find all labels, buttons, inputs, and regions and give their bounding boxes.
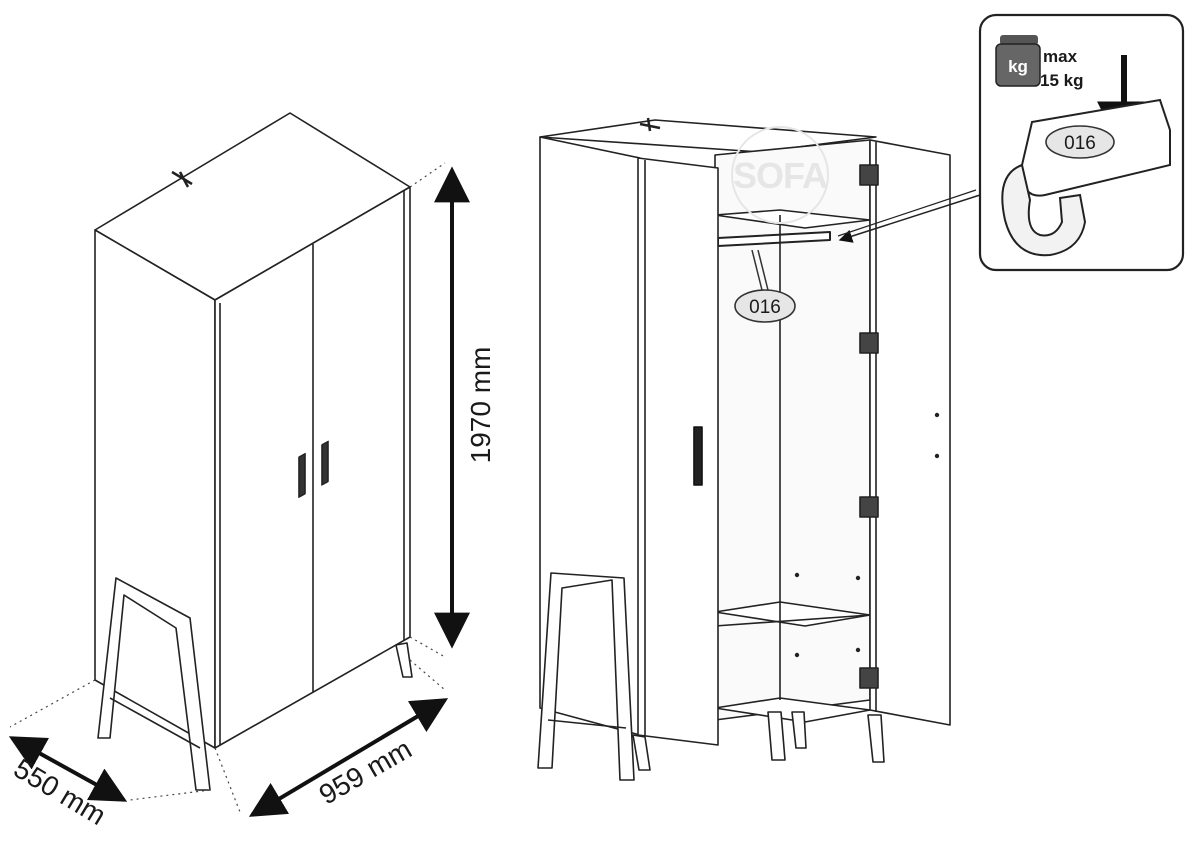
width-label: 959 mm: [314, 733, 417, 810]
svg-text:kg: kg: [1008, 57, 1028, 76]
dimension-guides: [9, 162, 446, 813]
rail-detail-inset: kg max 15 kg 016: [978, 13, 1185, 272]
door-handle-left: [298, 452, 306, 498]
open-wardrobe-top: [539, 119, 877, 153]
weight-icon: kg: [995, 35, 1041, 87]
door-handle-right: [321, 440, 329, 486]
right-door-open: [869, 139, 951, 726]
detail-callout-bubble: [1045, 125, 1115, 159]
open-wardrobe: [537, 117, 951, 781]
hinge-icon: [859, 332, 879, 354]
depth-arrow: [8, 736, 128, 802]
weight-limit-line1: max: [1043, 47, 1078, 66]
hinge-icon: [859, 496, 879, 518]
detail-pointer: [838, 194, 981, 243]
leg-back-right: [395, 642, 413, 678]
callout-leader: [757, 249, 769, 291]
hinge-icon: [859, 164, 879, 186]
detail-callout-label: 016: [1064, 133, 1096, 154]
sofa-logo: SOFA: [731, 126, 829, 224]
wall-bracket-icon: [171, 170, 193, 188]
aframe-leg-left-open: [537, 572, 635, 781]
closed-wardrobe: [94, 112, 413, 791]
left-door-handle: [693, 426, 703, 486]
wall-bracket-icon: [639, 117, 661, 132]
weight-limit-line2: 15 kg: [1040, 71, 1083, 90]
leg-mid-b: [791, 711, 807, 749]
width-arrow: [248, 698, 449, 817]
dimension-arrows: [8, 166, 470, 817]
height-label: 1970 mm: [465, 347, 496, 464]
rail-hook: [1001, 163, 1087, 257]
leg-front-center: [632, 734, 651, 771]
part-callout-bubble: [734, 289, 796, 323]
leg-mid-a: [767, 711, 786, 761]
left-door-open: [637, 157, 719, 746]
leg-right: [867, 714, 885, 763]
svg-text:SOFA: SOFA: [733, 155, 828, 196]
part-callout-label: 016: [749, 297, 781, 318]
hinge-icon: [859, 667, 879, 689]
